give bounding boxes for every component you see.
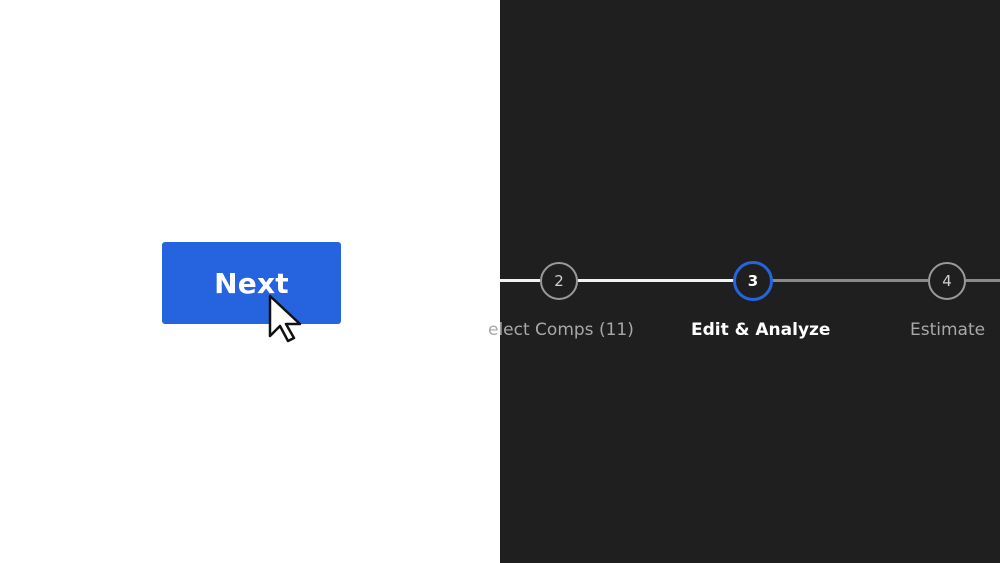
step-4-label[interactable]: Estimate [910,320,986,340]
step-3-label[interactable]: Edit & Analyze [691,320,831,340]
stepper-connector-completed [578,279,734,282]
next-button[interactable]: Next [162,242,341,324]
step-4-circle[interactable]: 4 [928,262,966,300]
stepper-connector-pending [966,279,1000,282]
stepper-connector-pending [772,279,928,282]
step-2-circle[interactable]: 2 [540,262,578,300]
right-panel: 2 3 4 elect Comps (11) Edit & Analyze Es… [488,0,1000,563]
step-2-label[interactable]: elect Comps (11) [488,320,634,340]
mouse-pointer-icon [268,294,302,343]
progress-stepper: 2 3 4 elect Comps (11) Edit & Analyze Es… [488,0,1000,563]
left-panel: Next [162,242,341,343]
step-3-circle-active[interactable]: 3 [733,261,773,301]
stepper-connector-completed [500,279,540,282]
